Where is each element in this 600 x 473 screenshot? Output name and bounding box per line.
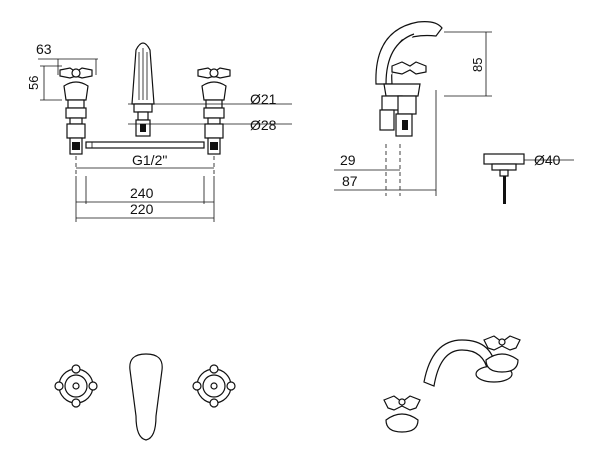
dim-dia-large-label: Ø28 <box>250 117 277 133</box>
dim-thread: G1/2" <box>132 152 167 168</box>
dia-symbol: Ø <box>534 152 545 168</box>
dim-offset-a: 29 <box>340 152 356 168</box>
dia-symbol: Ø <box>250 117 261 133</box>
dim-drain-label: Ø40 <box>534 152 561 168</box>
dim-handle-width: 63 <box>36 41 52 57</box>
dim-handle-height: 56 <box>26 76 41 90</box>
dia-symbol: Ø <box>250 91 261 107</box>
dim-dia-large-value: 28 <box>261 117 277 133</box>
dim-drain-value: 40 <box>545 152 561 168</box>
dim-spout-height: 85 <box>470 58 485 72</box>
top-view <box>54 353 236 441</box>
left-handle <box>59 67 93 176</box>
drain-view: Ø40 <box>483 152 574 204</box>
dim-dia-small-value: 21 <box>261 91 277 107</box>
top-right-handle <box>192 364 236 408</box>
top-spout <box>129 353 163 441</box>
perspective-view <box>383 335 521 433</box>
top-left-handle <box>54 364 98 408</box>
side-view: 85 29 87 <box>334 21 492 196</box>
front-view: 63 56 <box>26 41 292 222</box>
dim-span-inner: 220 <box>130 201 154 217</box>
dim-dia-small-label: Ø21 <box>250 91 277 107</box>
dim-offset-b: 87 <box>342 173 358 189</box>
center-spout <box>131 42 155 137</box>
right-handle <box>197 67 231 176</box>
dim-span-outer: 240 <box>130 185 154 201</box>
